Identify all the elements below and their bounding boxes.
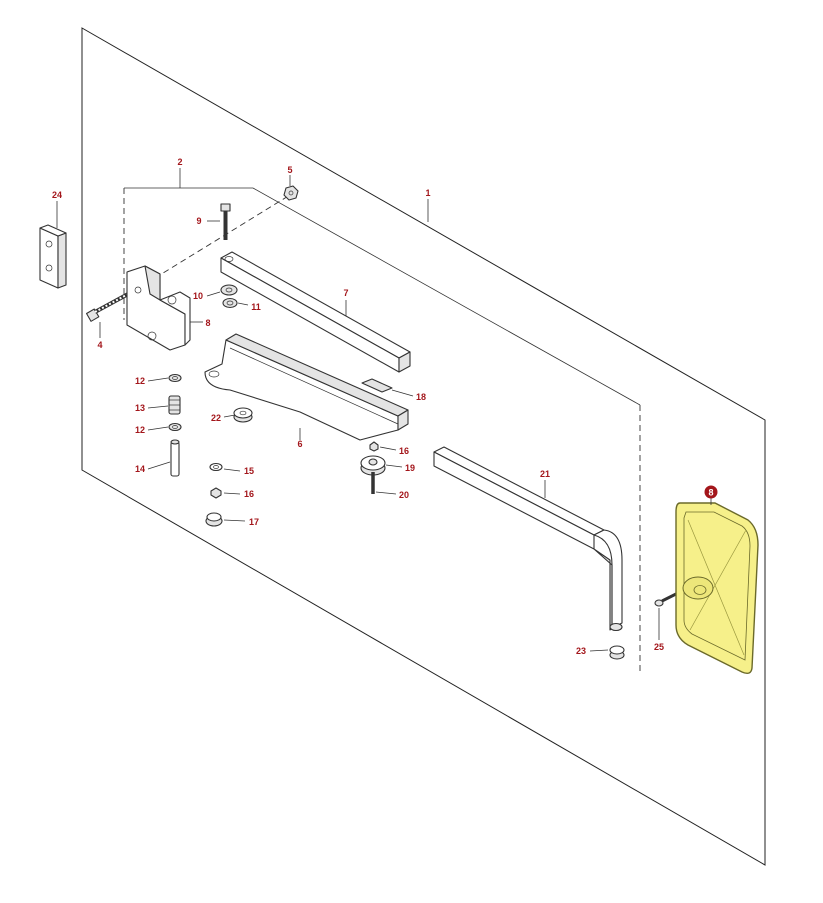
part-18-pad[interactable] <box>361 378 393 393</box>
part-8-mounting-bracket[interactable] <box>126 265 191 351</box>
part-16-nut-right[interactable] <box>369 441 379 452</box>
part-23-end-cap[interactable] <box>609 645 625 660</box>
callout-6[interactable]: 6 <box>297 439 302 449</box>
part-16-nut-left[interactable] <box>210 487 222 499</box>
callout-5[interactable]: 5 <box>287 165 292 175</box>
callout-24[interactable]: 24 <box>52 190 62 200</box>
part-14-pin[interactable] <box>170 439 180 477</box>
callout-12-upper[interactable]: 12 <box>135 376 145 386</box>
callout-19[interactable]: 19 <box>405 463 415 473</box>
callout-2[interactable]: 2 <box>177 157 182 167</box>
callout-12-lower[interactable]: 12 <box>135 425 145 435</box>
callout-labels: 1 2 4 5 6 7 8 9 10 11 12 13 12 14 15 16 … <box>52 157 664 656</box>
assembly-frame <box>81 27 766 866</box>
part-17-cap[interactable] <box>205 512 223 527</box>
callout-16-right[interactable]: 16 <box>399 446 409 456</box>
callout-22[interactable]: 22 <box>211 413 221 423</box>
callout-7[interactable]: 7 <box>343 288 348 298</box>
part-9-bolt[interactable] <box>220 203 231 240</box>
callout-13[interactable]: 13 <box>135 403 145 413</box>
part-13-spring[interactable] <box>168 395 181 415</box>
callout-17[interactable]: 17 <box>249 517 259 527</box>
callout-11[interactable]: 11 <box>251 302 261 312</box>
callout-18[interactable]: 18 <box>416 392 426 402</box>
part-22-bushing[interactable] <box>233 407 253 423</box>
part-12-washer-lower[interactable] <box>168 422 182 432</box>
part-21-rod[interactable] <box>433 446 623 632</box>
callout-25[interactable]: 25 <box>654 642 664 652</box>
callout-10[interactable]: 10 <box>193 291 203 301</box>
part-12-washer-upper[interactable] <box>168 373 182 383</box>
callout-4[interactable]: 4 <box>97 340 102 350</box>
part-8-mirror-highlighted[interactable] <box>675 502 759 675</box>
selected-part-badge[interactable]: 8 <box>704 485 718 499</box>
part-10-washer[interactable] <box>220 284 238 296</box>
callout-15[interactable]: 15 <box>244 466 254 476</box>
callout-16-left[interactable]: 16 <box>244 489 254 499</box>
part-24-spacer-plate[interactable] <box>39 224 67 289</box>
part-6-lower-arm[interactable] <box>204 333 409 441</box>
part-4-bolt[interactable] <box>85 291 131 322</box>
callout-9[interactable]: 9 <box>196 216 201 226</box>
callout-23[interactable]: 23 <box>576 646 586 656</box>
callout-21[interactable]: 21 <box>540 469 550 479</box>
callout-1[interactable]: 1 <box>425 188 430 198</box>
part-7-upper-arm[interactable] <box>220 251 411 373</box>
callout-20[interactable]: 20 <box>399 490 409 500</box>
part-5-nut[interactable] <box>283 185 299 201</box>
part-15-washer[interactable] <box>209 462 223 472</box>
callout-leader-lines <box>56 168 712 652</box>
part-25-screw[interactable] <box>654 592 677 607</box>
callout-14[interactable]: 14 <box>135 464 145 474</box>
part-11-washer[interactable] <box>222 297 238 309</box>
callout-8-bracket[interactable]: 8 <box>205 318 210 328</box>
